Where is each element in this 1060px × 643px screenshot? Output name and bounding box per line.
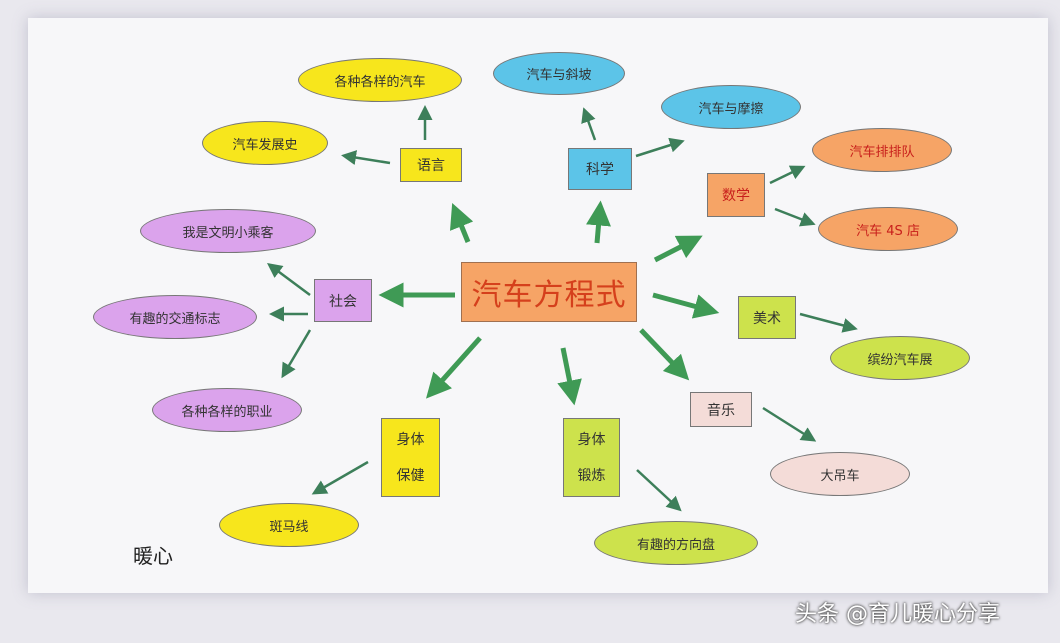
category-art: 美术 [738, 296, 796, 339]
leaf-zebra-crossing: 斑马线 [219, 503, 359, 547]
arrow-center-language [450, 203, 474, 243]
category-society: 社会 [314, 279, 372, 322]
leaf-various-cars: 各种各样的汽车 [298, 58, 462, 102]
category-health-line1: 身体 [396, 431, 425, 448]
category-music: 音乐 [690, 392, 752, 427]
arrow-center-science [586, 200, 611, 244]
category-health-line2: 保健 [396, 467, 425, 484]
leaf-steering-wheel: 有趣的方向盘 [594, 521, 758, 565]
category-exercise: 身体 锻炼 [563, 418, 620, 497]
category-exercise-line2: 锻炼 [577, 467, 606, 484]
central-topic: 汽车方程式 [461, 262, 637, 322]
leaf-traffic-signs: 有趣的交通标志 [93, 295, 257, 339]
category-language: 语言 [400, 148, 462, 182]
leaf-car-slope: 汽车与斜坡 [493, 52, 625, 95]
category-exercise-line1: 身体 [577, 431, 606, 448]
signature: 暖心 [133, 544, 173, 568]
leaf-civilized-passenger: 我是文明小乘客 [140, 209, 316, 253]
leaf-car-queue: 汽车排排队 [812, 128, 952, 172]
arrow-center-health [426, 336, 482, 399]
arrow-center-math [653, 235, 703, 263]
leaf-occupations: 各种各样的职业 [152, 388, 302, 432]
arrow-center-exercise [557, 347, 582, 406]
category-health: 身体 保健 [381, 418, 440, 497]
arrow-center-art [652, 292, 720, 319]
category-math: 数学 [707, 173, 765, 217]
watermark: 头条 @育儿暖心分享 [795, 602, 1000, 627]
leaf-car-history: 汽车发展史 [202, 121, 328, 165]
category-science: 科学 [568, 148, 632, 190]
leaf-car-show: 缤纷汽车展 [830, 336, 970, 380]
leaf-car-friction: 汽车与摩擦 [661, 85, 801, 129]
arrow-center-music [639, 328, 690, 381]
leaf-car-4s-store: 汽车 4S 店 [818, 207, 958, 251]
leaf-crane: 大吊车 [770, 452, 910, 496]
